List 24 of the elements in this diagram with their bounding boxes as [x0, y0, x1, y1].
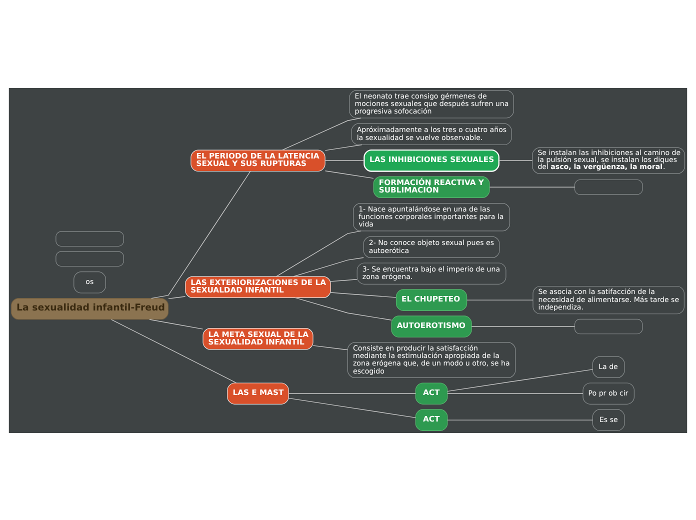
connector: [312, 344, 348, 350]
connector: [447, 419, 593, 420]
connector: [276, 230, 362, 276]
connector: [489, 186, 576, 187]
connector: [447, 392, 584, 394]
connector: [293, 256, 364, 276]
node-box: [56, 230, 124, 246]
connector: [110, 318, 237, 383]
connector: [324, 144, 362, 150]
connector: [149, 318, 204, 329]
node-box: La sexualidad infantil-Freud: [10, 298, 169, 320]
node-box: [574, 318, 643, 334]
connector: [288, 392, 416, 394]
connector: [168, 296, 186, 299]
connector: [466, 299, 534, 300]
connector: [447, 368, 593, 392]
connector: [288, 397, 416, 418]
node-box: [574, 178, 643, 194]
connector: [294, 296, 392, 320]
node-box: [56, 250, 124, 266]
connector: [330, 278, 358, 282]
connector: [151, 170, 251, 298]
connector: [324, 170, 374, 178]
connector: [330, 292, 396, 298]
